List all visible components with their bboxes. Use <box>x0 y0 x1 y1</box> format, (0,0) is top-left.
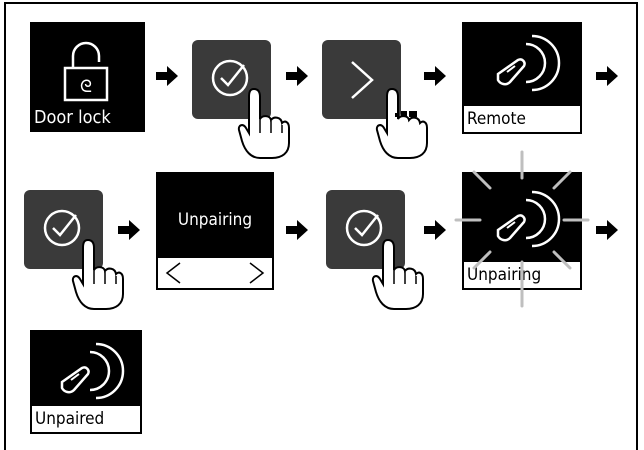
remote-key-blinking-icon <box>496 190 561 248</box>
arrow-right-icon <box>596 66 618 86</box>
padlock-icon: ᘓ <box>63 41 109 102</box>
checkmark-circle-icon <box>345 209 383 247</box>
chevron-left-icon[interactable] <box>165 262 181 284</box>
frame-left <box>4 2 6 450</box>
remote-tile: Remote <box>462 22 582 134</box>
checkmark-circle-icon <box>43 209 81 247</box>
press-hold-hand-icon <box>375 87 428 159</box>
chevron-right-icon <box>351 61 374 99</box>
unpairing-menu-tile: Unpairing <box>156 172 274 290</box>
arrow-right-icon <box>286 220 308 240</box>
unpaired-tile: Unpaired <box>30 324 142 434</box>
arrow-right-icon <box>596 220 618 240</box>
arrow-right-icon <box>424 220 446 240</box>
frame-right <box>636 2 638 450</box>
remote-key-icon <box>60 342 125 400</box>
blinking-rays-icon <box>454 150 590 308</box>
door-lock-tile: ᘓ Door lock <box>30 22 145 132</box>
tap-hand-icon <box>237 87 290 159</box>
checkmark-circle-icon <box>211 59 249 97</box>
door-lock-label: Door lock <box>34 107 111 128</box>
remote-label: Remote <box>464 106 580 132</box>
arrow-right-icon <box>156 66 178 86</box>
frame-top <box>4 2 638 4</box>
unpaired-label: Unpaired <box>32 406 140 432</box>
nav-bar <box>158 258 272 288</box>
unpairing-menu-title: Unpairing <box>177 210 253 230</box>
arrow-right-icon <box>118 220 140 240</box>
svg-text:ᘓ: ᘓ <box>80 77 92 97</box>
arrow-right-icon <box>286 66 308 86</box>
tap-hand-icon <box>371 238 424 310</box>
arrow-right-icon <box>424 66 446 86</box>
remote-key-icon <box>496 34 561 92</box>
chevron-right-icon[interactable] <box>249 262 265 284</box>
tap-hand-icon <box>71 238 124 310</box>
